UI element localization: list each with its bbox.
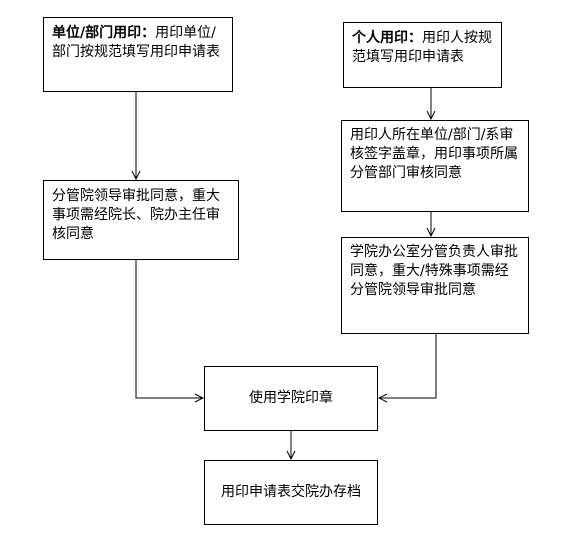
unit-stamp-body: 用印单位/部门按规范填写用印申请表 bbox=[52, 25, 220, 60]
personal-stamp-heading: 个人用印： bbox=[352, 30, 422, 46]
personal-dept-review-text: 用印人所在单位/部门/系审核签字盖章，用印事项所属分管部门审核同意 bbox=[350, 127, 518, 181]
unit-stamp-heading: 单位/部门用印： bbox=[52, 25, 156, 41]
unit-approval-box: 分管院领导审批同意，重大事项需经院长、院办主任审核同意 bbox=[43, 180, 239, 260]
unit-stamp-box: 单位/部门用印：用印单位/部门按规范填写用印申请表 bbox=[43, 17, 233, 92]
office-approval-text: 学院办公室分管负责人审批同意，重大/特殊事项需经分管院领导审批同意 bbox=[350, 244, 518, 298]
personal-stamp-box: 个人用印：用印人按规范填写用印申请表 bbox=[343, 22, 502, 88]
unit-approval-text: 分管院领导审批同意，重大事项需经院长、院办主任审核同意 bbox=[52, 188, 220, 242]
personal-stamp-body: 用印人按规范填写用印申请表 bbox=[352, 30, 492, 65]
use-seal-box: 使用学院印章 bbox=[204, 366, 378, 431]
arrow-office-to-seal bbox=[379, 334, 437, 398]
arrow-approval-to-seal bbox=[135, 260, 203, 398]
archive-text: 用印申请表交院办存档 bbox=[221, 484, 361, 500]
personal-dept-review-box: 用印人所在单位/部门/系审核签字盖章，用印事项所属分管部门审核同意 bbox=[341, 120, 529, 212]
archive-box: 用印申请表交院办存档 bbox=[204, 460, 378, 525]
office-approval-box: 学院办公室分管负责人审批同意，重大/特殊事项需经分管院领导审批同意 bbox=[341, 237, 529, 334]
use-seal-text: 使用学院印章 bbox=[249, 390, 333, 406]
